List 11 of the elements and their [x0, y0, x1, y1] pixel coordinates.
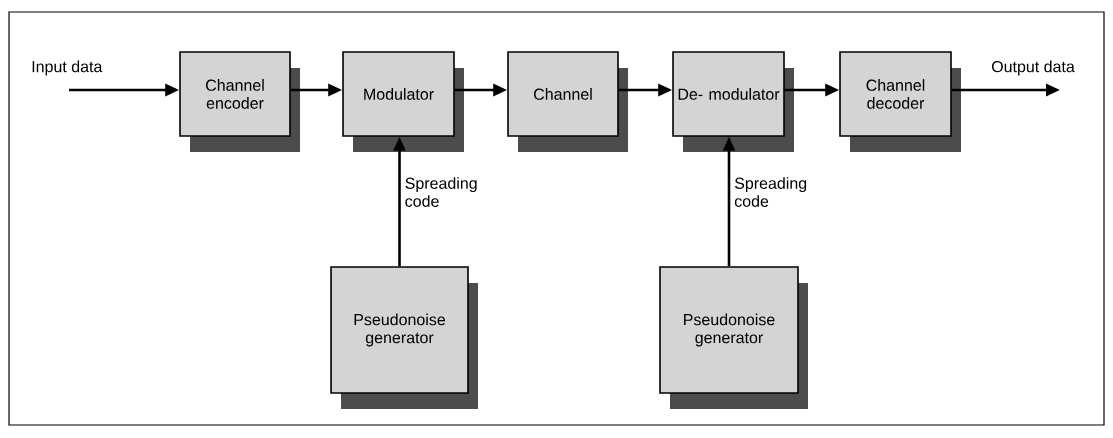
process-box: Pseudonoise generator — [330, 266, 478, 409]
edge-label: Input data — [32, 60, 103, 76]
process-box: Channel — [507, 51, 628, 152]
process-box: De- modulator — [672, 51, 794, 152]
process-box: Channel encoder — [179, 51, 300, 152]
process-box: Pseudonoise generator — [659, 266, 808, 409]
edge-label: Output data — [991, 60, 1075, 76]
process-box: Modulator — [342, 51, 464, 152]
edge-label: Spreading code — [405, 177, 477, 207]
process-box: Channel decoder — [839, 51, 961, 152]
edge-label: Spreading code — [734, 177, 807, 207]
